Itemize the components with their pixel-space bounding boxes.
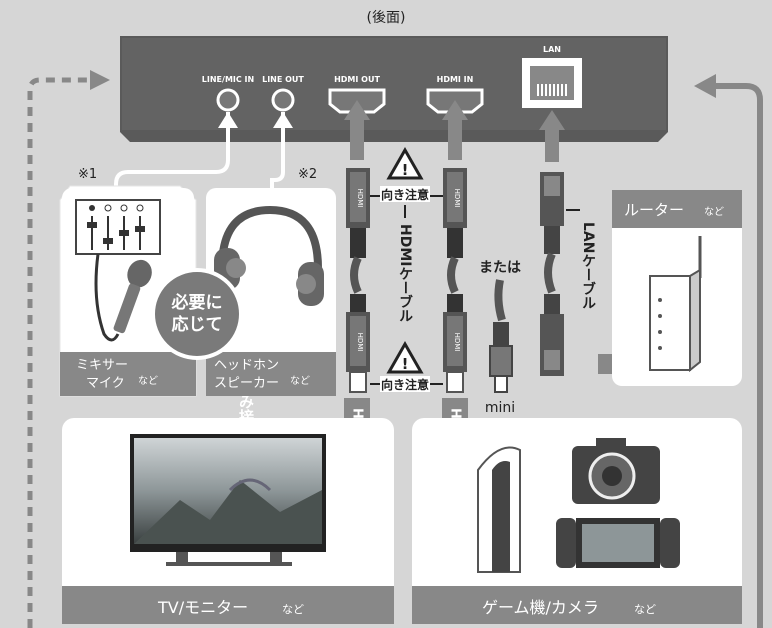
mini-hdmi: または mini [479,260,521,416]
port-label-line-mic-in: LINE/MIC IN [202,75,254,84]
svg-text:必要に: 必要に [171,292,223,313]
tv-nado: など [282,603,304,616]
port-label-hdmi-out: HDMI OUT [334,75,380,84]
hdmi-plug-text-top-right: HDMI [453,189,461,208]
hdmi-plug-text-top-left: HDMI [356,189,364,208]
caution-bottom: ! 向き注意 [370,340,443,392]
warning-icon-bottom [386,340,424,374]
microphone-icon [94,253,152,342]
game-console-icon [477,446,521,573]
svg-text:!: ! [402,161,409,179]
port-label-hdmi-in: HDMI IN [437,75,474,84]
game-panel: ゲーム機/カメラ など [412,418,742,624]
hdmi-plug-text-bottom-left: HDMI [356,333,364,352]
headphone-label: ヘッドホン [214,358,279,373]
hdmi-out-cable: HDMI HDMI [344,100,370,393]
caution-text-top: 向き注意 [381,187,429,202]
or-label: または [479,260,521,276]
camera-icon [572,438,660,504]
router-panel: ルーター など [598,190,742,386]
router-nado: など [704,206,724,218]
mic-label: マイク [86,376,125,391]
warning-icon-top [386,146,424,180]
note-2: ※2 [298,167,317,182]
svg-text:HDMIケーブル: HDMIケーブル [397,224,413,322]
router-icon [649,236,702,373]
tv-panel: TV/モニター など [62,418,394,624]
port-label-lan: LAN [543,45,561,54]
lan-cable: LANケーブル [539,110,596,376]
line-out-jack[interactable] [271,88,295,112]
device-title: (後面) [367,10,406,26]
headphone-nado: など [290,375,310,387]
game-nado: など [634,603,656,616]
hdmi-cable-label: HDMIケーブル [397,205,413,322]
svg-text:応じて: 応じて [172,314,223,335]
port-label-line-out: LINE OUT [262,75,304,84]
router-label: ルーター [624,201,684,219]
headphone-icon [214,205,324,306]
speaker-label: スピーカー [214,376,279,391]
caution-top: ! 向き注意 [370,146,443,202]
tv-icon [130,434,326,566]
right-loop-arrow [694,74,763,628]
game-label: ゲーム機/カメラ [482,598,599,617]
mini-label: mini [485,400,515,416]
handheld-console-icon [556,518,680,568]
note-1: ※1 [78,167,97,182]
lan-cable-label: LANケーブル [580,222,596,309]
device-rear-panel: (後面) LINE/MIC IN LINE OUT HDMI OUT HDMI … [120,10,668,142]
caution-text-bottom: 向き注意 [381,377,429,392]
line-mic-in-jack[interactable] [216,88,240,112]
mixer-label: ミキサー [76,358,128,373]
mixer-nado: など [138,375,158,387]
svg-text:!: ! [402,355,409,373]
tv-label: TV/モニター [157,598,248,617]
headphone-panel: ※2 ヘッドホン スピーカー など [206,112,336,396]
hdmi-in-cable: HDMI HDMI [442,100,468,393]
optional-badge: 必要に 応じて [151,268,243,360]
hdmi-plug-text-bottom-right: HDMI [453,333,461,352]
